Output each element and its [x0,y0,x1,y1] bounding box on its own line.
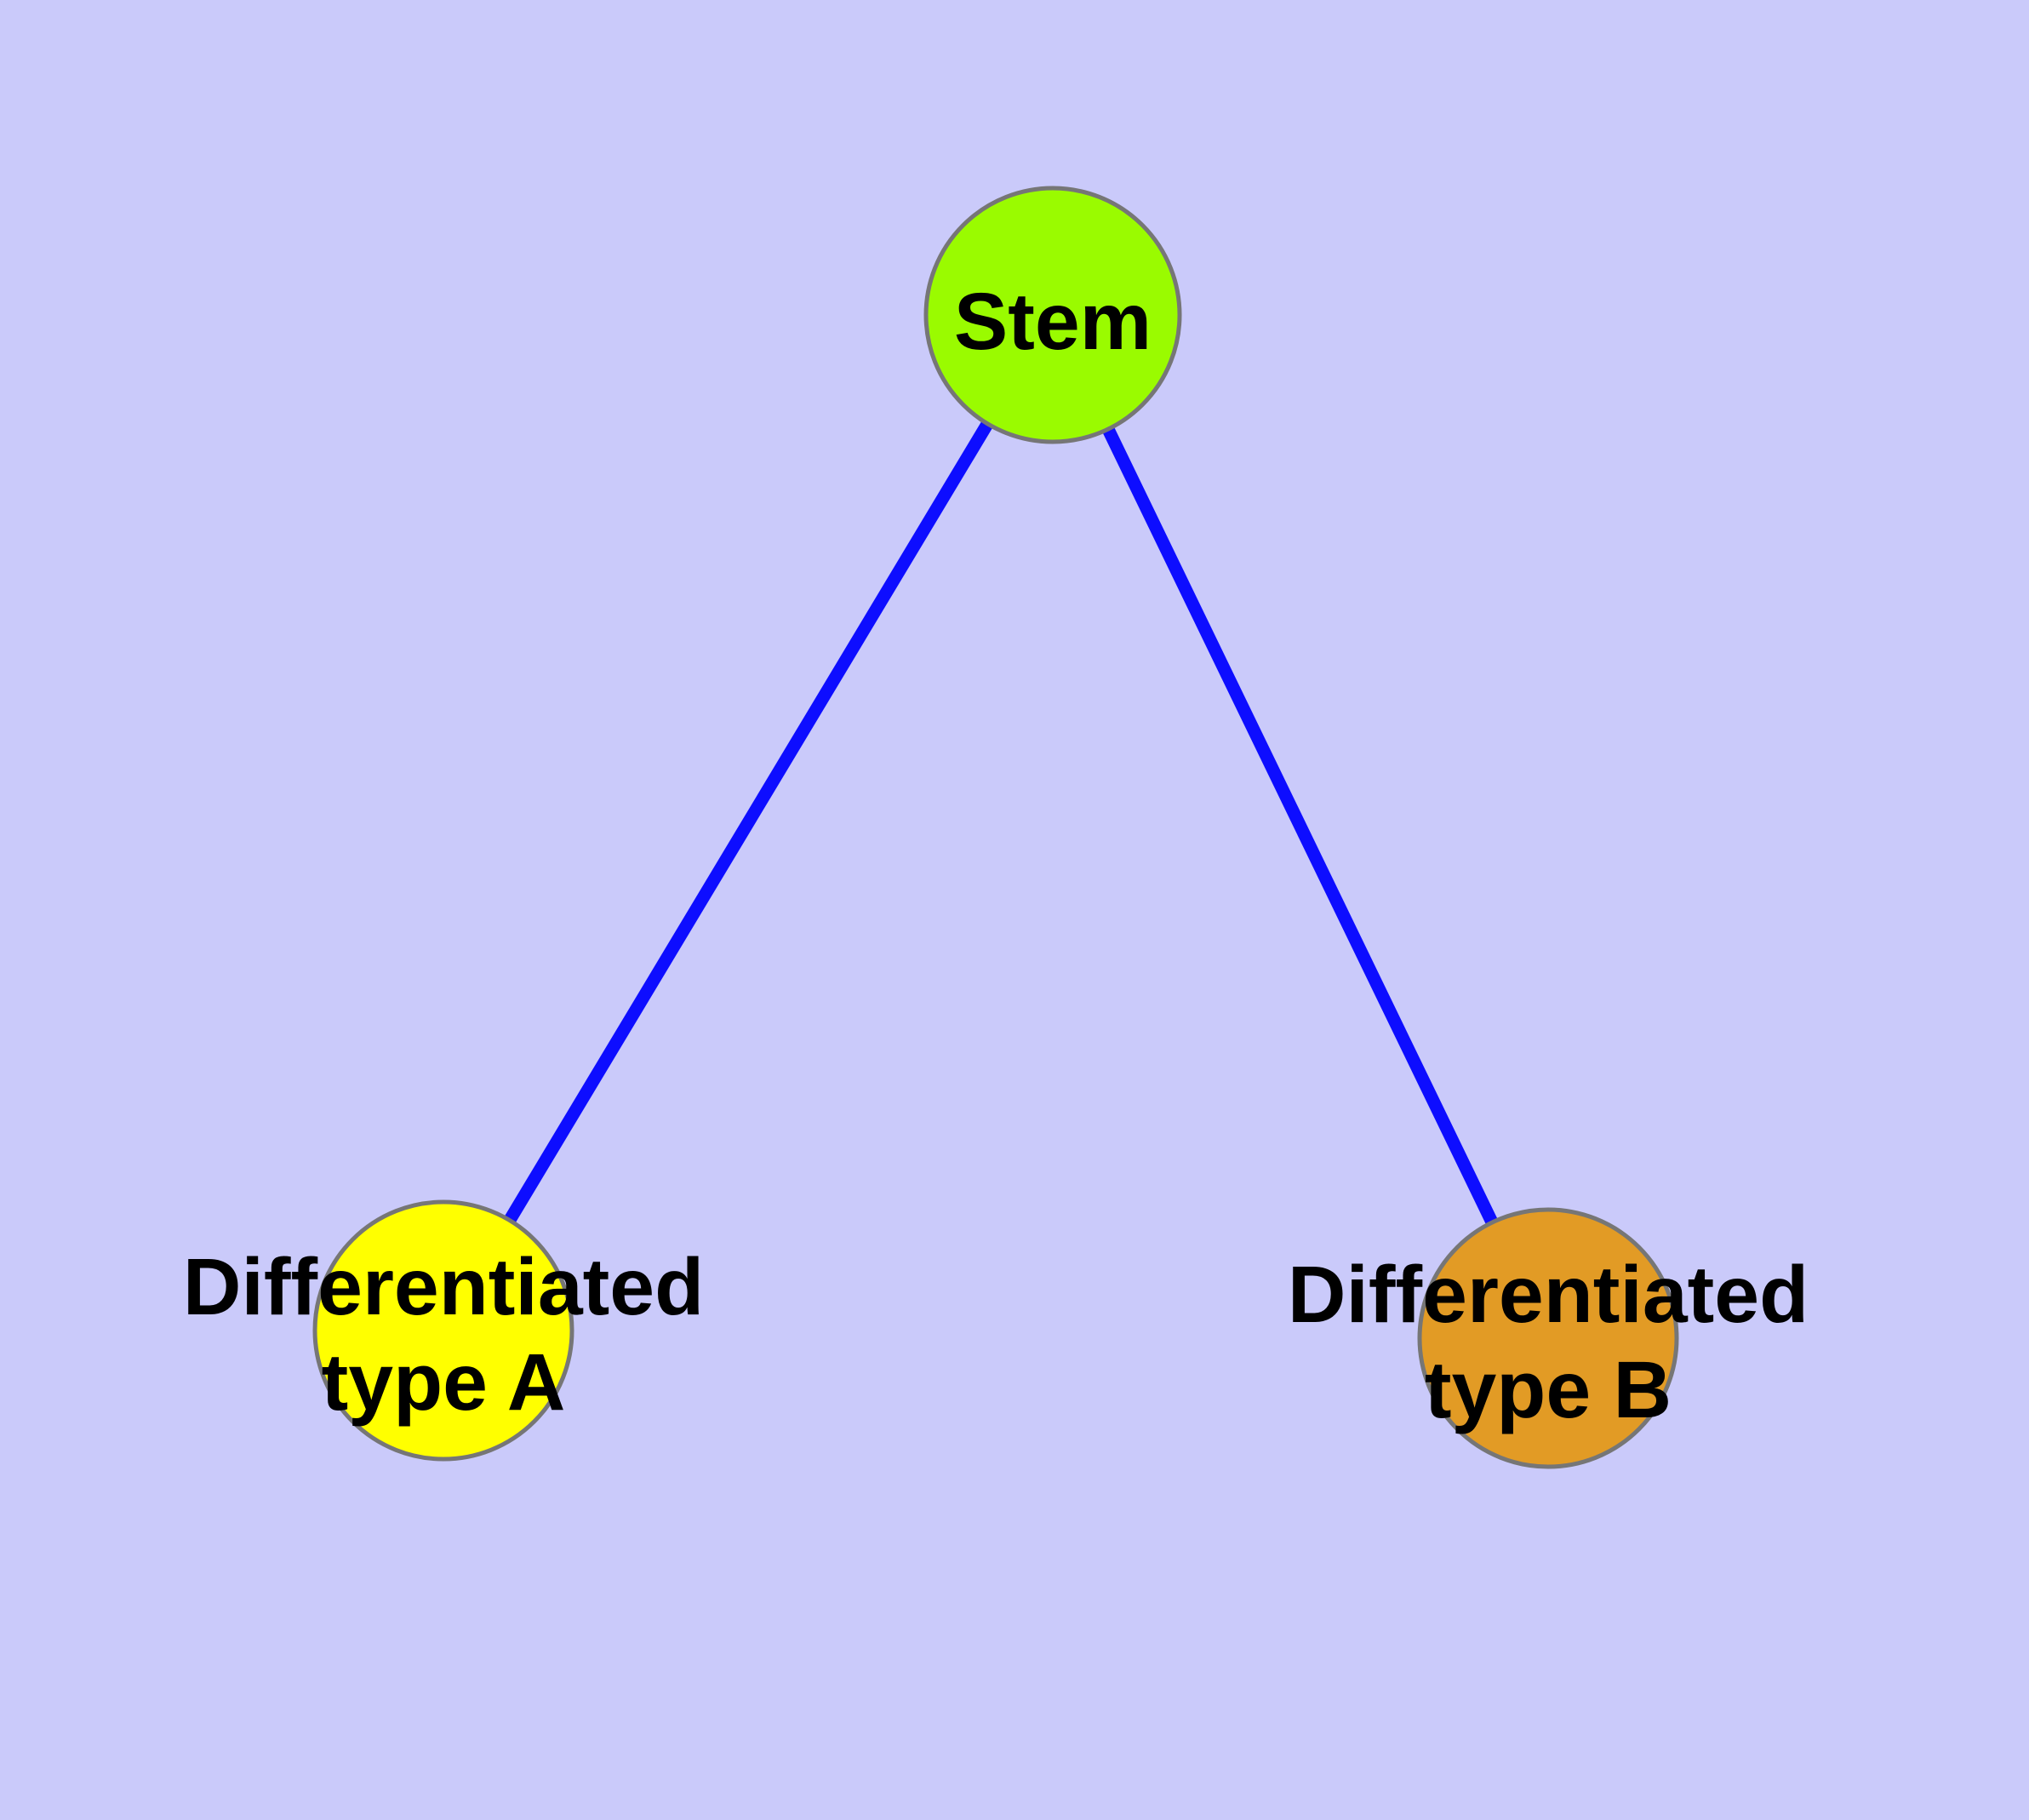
node-type-b [1417,1207,1679,1469]
edge-stem-to-type-b [1047,312,1554,1342]
node-stem [923,186,1182,444]
node-type-a-label-line1: Differentiated [183,1242,704,1332]
node-stem-label: Stem [954,277,1152,367]
node-type-a [312,1199,574,1462]
node-type-a-label-line2: type A [322,1337,566,1428]
edge-stem-to-type-a [437,312,1059,1334]
node-type-b-label-line2: type B [1425,1345,1672,1435]
node-type-b-label-line1: Differentiated [1288,1250,1809,1340]
